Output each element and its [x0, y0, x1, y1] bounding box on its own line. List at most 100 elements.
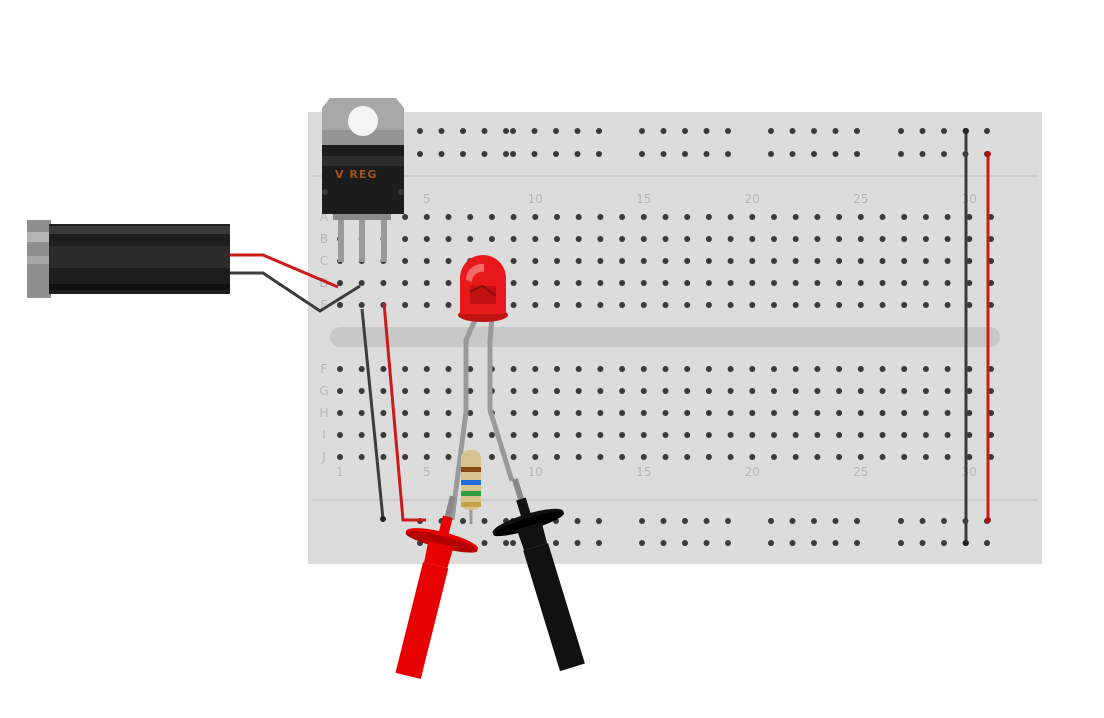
breadboard-hole — [641, 236, 647, 242]
breadboard-hole — [337, 410, 343, 416]
rail-hole — [482, 128, 488, 134]
breadboard-hole — [793, 214, 799, 220]
breadboard-hole — [424, 280, 430, 286]
breadboard-hole — [359, 410, 365, 416]
breadboard-hole — [858, 258, 864, 264]
jack-ring-highlight — [27, 256, 51, 264]
led-die — [470, 286, 496, 304]
rail-hole — [790, 540, 796, 546]
breadboard-hole — [576, 432, 582, 438]
breadboard-hole — [619, 388, 625, 394]
breadboard-hole — [684, 388, 690, 394]
breadboard-hole — [749, 214, 755, 220]
breadboard-hole — [771, 280, 777, 286]
breadboard-hole — [728, 366, 734, 372]
breadboard-hole — [814, 302, 820, 308]
rail-hole — [854, 518, 860, 524]
breadboard-hole — [597, 302, 603, 308]
center-channel — [330, 327, 1000, 347]
rail-hole — [417, 128, 423, 134]
breadboard-hole — [337, 388, 343, 394]
breadboard-hole — [836, 410, 842, 416]
row-label: J — [321, 450, 326, 464]
breadboard-hole — [424, 388, 430, 394]
rail-hole — [725, 518, 731, 524]
breadboard-hole — [836, 432, 842, 438]
breadboard-hole — [446, 366, 452, 372]
breadboard-hole — [923, 236, 929, 242]
breadboard-hole — [923, 410, 929, 416]
row-label: F — [321, 362, 328, 376]
breadboard-hole — [337, 432, 343, 438]
breadboard-hole — [728, 280, 734, 286]
breadboard-hole — [793, 410, 799, 416]
breadboard-hole — [706, 388, 712, 394]
breadboard-hole — [402, 432, 408, 438]
rail-hole — [503, 128, 509, 134]
breadboard-hole — [728, 432, 734, 438]
rail-hole — [682, 518, 688, 524]
rail-hole — [460, 518, 466, 524]
breadboard-hole — [641, 280, 647, 286]
breadboard-hole — [663, 214, 669, 220]
breadboard-hole — [489, 454, 495, 460]
breadboard-hole — [576, 214, 582, 220]
breadboard-hole — [749, 366, 755, 372]
breadboard-hole — [511, 236, 517, 242]
breadboard-hole — [532, 280, 538, 286]
breadboard-hole — [901, 302, 907, 308]
rail-hole — [898, 540, 904, 546]
breadboard-hole — [402, 236, 408, 242]
resistor-band — [461, 502, 481, 507]
breadboard-hole — [923, 432, 929, 438]
breadboard-hole — [641, 388, 647, 394]
breadboard-hole — [793, 258, 799, 264]
breadboard-hole — [749, 432, 755, 438]
breadboard-hole — [880, 366, 886, 372]
breadboard-hole — [554, 410, 560, 416]
breadboard-hole — [380, 432, 386, 438]
breadboard-hole — [901, 236, 907, 242]
rail-hole — [661, 151, 667, 157]
breadboard-hole — [446, 432, 452, 438]
resistor-band — [461, 480, 481, 485]
breadboard-hole — [814, 432, 820, 438]
breadboard-hole — [597, 410, 603, 416]
breadboard: 115510101515202025253030 ABCDEFGHIJ — [308, 112, 1042, 564]
rail-hole — [503, 151, 509, 157]
breadboard-hole — [663, 258, 669, 264]
breadboard-hole — [880, 236, 886, 242]
breadboard-hole — [728, 454, 734, 460]
breadboard-hole — [424, 258, 430, 264]
breadboard-hole — [576, 366, 582, 372]
rail-hole — [661, 518, 667, 524]
rail-hole — [941, 518, 947, 524]
breadboard-hole — [554, 280, 560, 286]
breadboard-hole — [641, 214, 647, 220]
breadboard-hole — [836, 388, 842, 394]
breadboard-hole — [424, 214, 430, 220]
breadboard-hole — [945, 214, 951, 220]
breadboard-hole — [511, 432, 517, 438]
breadboard-hole — [576, 280, 582, 286]
breadboard-hole — [532, 302, 538, 308]
breadboard-hole — [749, 388, 755, 394]
breadboard-hole — [706, 410, 712, 416]
breadboard-hole — [337, 280, 343, 286]
breadboard-hole — [511, 302, 517, 308]
rail-hole — [704, 151, 710, 157]
red-probe-handle — [396, 562, 449, 679]
column-label: 30 — [962, 465, 977, 479]
breadboard-hole — [597, 388, 603, 394]
breadboard-hole — [793, 388, 799, 394]
breadboard-hole — [880, 454, 886, 460]
rail-hole — [460, 128, 466, 134]
breadboard-hole — [446, 280, 452, 286]
breadboard-hole — [532, 432, 538, 438]
breadboard-hole — [467, 432, 473, 438]
rail-hole — [854, 151, 860, 157]
jack-ring-highlight — [27, 232, 51, 242]
rail-hole — [417, 151, 423, 157]
rail-hole — [482, 540, 488, 546]
rail-hole — [553, 128, 559, 134]
